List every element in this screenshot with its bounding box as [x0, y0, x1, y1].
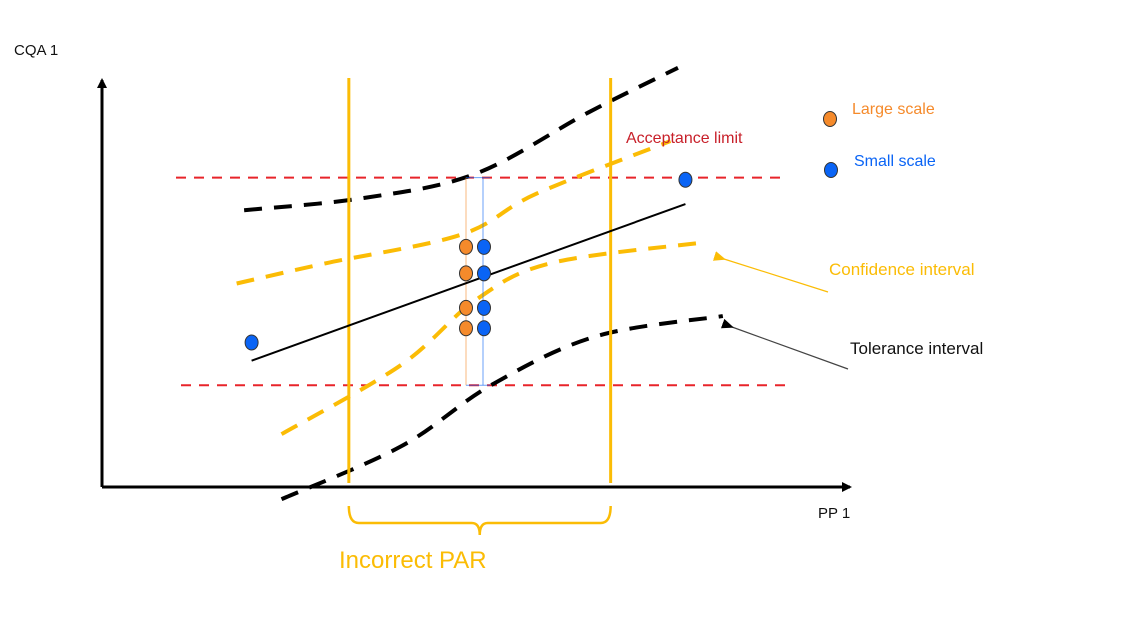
large-scale-point: [459, 299, 473, 316]
large-scale-point: [459, 320, 473, 337]
tolerance-pointer-arrow: [720, 318, 849, 370]
small-scale-point: [678, 171, 693, 188]
legend-label-large-scale: Large scale: [852, 101, 935, 118]
axes: [97, 78, 852, 492]
confidence-lower-curve: [280, 240, 701, 436]
tolerance-interval-curves: [243, 66, 724, 502]
regression-line: [251, 203, 686, 362]
acceptance-limit-label: Acceptance limit: [626, 130, 743, 147]
legend-marker-large-scale: [823, 111, 837, 127]
small-scale-point: [477, 320, 491, 337]
data-points: [244, 171, 693, 351]
large-scale-point: [459, 238, 473, 255]
scale-range-lines: [465, 177, 490, 386]
small-scale-point: [477, 238, 491, 255]
confidence-pointer-arrow: [712, 251, 829, 293]
y-axis-label: CQA 1: [14, 42, 59, 59]
small-scale-point: [477, 299, 491, 316]
confidence-interval-curves: [236, 139, 701, 436]
par-bracket: [347, 505, 612, 536]
par-label: Incorrect PAR: [339, 547, 487, 574]
annotation-pointers: [712, 251, 849, 370]
small-scale-point: [244, 334, 259, 351]
regression-line-group: [251, 203, 686, 362]
confidence-upper-curve: [236, 139, 672, 286]
tolerance-interval-label: Tolerance interval: [850, 339, 984, 358]
x-axis-label: PP 1: [818, 505, 851, 522]
par-bounds: [347, 78, 613, 536]
legend-label-small-scale: Small scale: [854, 153, 936, 170]
legend-marker-small-scale: [824, 162, 838, 178]
tolerance-lower-curve: [280, 314, 724, 502]
large-scale-point: [459, 265, 473, 282]
legend-markers: [823, 111, 838, 178]
small-scale-point: [477, 265, 491, 282]
tolerance-upper-curve: [243, 66, 679, 213]
confidence-interval-label: Confidence interval: [829, 260, 975, 279]
